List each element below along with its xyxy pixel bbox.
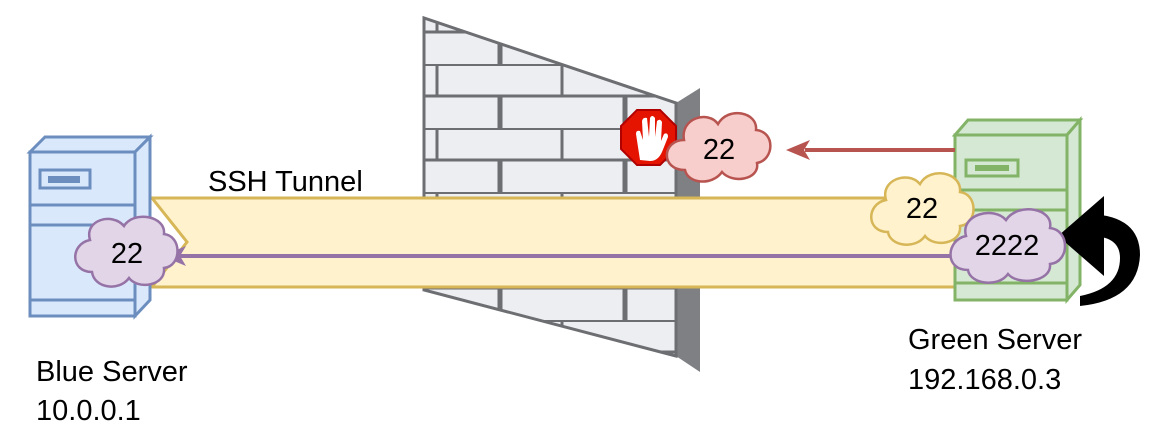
- firewall-face: [422, 15, 678, 358]
- blocked-port-label: 22: [703, 134, 735, 166]
- blocked-port-cloud: 22: [665, 111, 772, 183]
- forward-port-cloud: 2222: [949, 208, 1067, 284]
- blue-server-name: Blue Server: [36, 356, 188, 388]
- blue-port-label: 22: [111, 238, 143, 270]
- firewall: [422, 15, 700, 372]
- curved-arrow-icon: [1058, 196, 1140, 306]
- stop-hand-icon: [620, 109, 677, 166]
- green-server-ip: 192.168.0.3: [908, 364, 1062, 396]
- green-server-name: Green Server: [908, 324, 1083, 356]
- blocked-arrow: [786, 140, 955, 160]
- green-local-port-cloud: 22: [870, 172, 975, 246]
- green-local-port-label: 22: [906, 193, 938, 225]
- forward-port-label: 2222: [975, 230, 1040, 262]
- ssh-tunnel: [148, 196, 962, 289]
- blue-port-cloud: 22: [74, 215, 179, 288]
- ssh-tunnel-label: SSH Tunnel: [208, 166, 363, 198]
- blue-server-ip: 10.0.0.1: [36, 395, 141, 427]
